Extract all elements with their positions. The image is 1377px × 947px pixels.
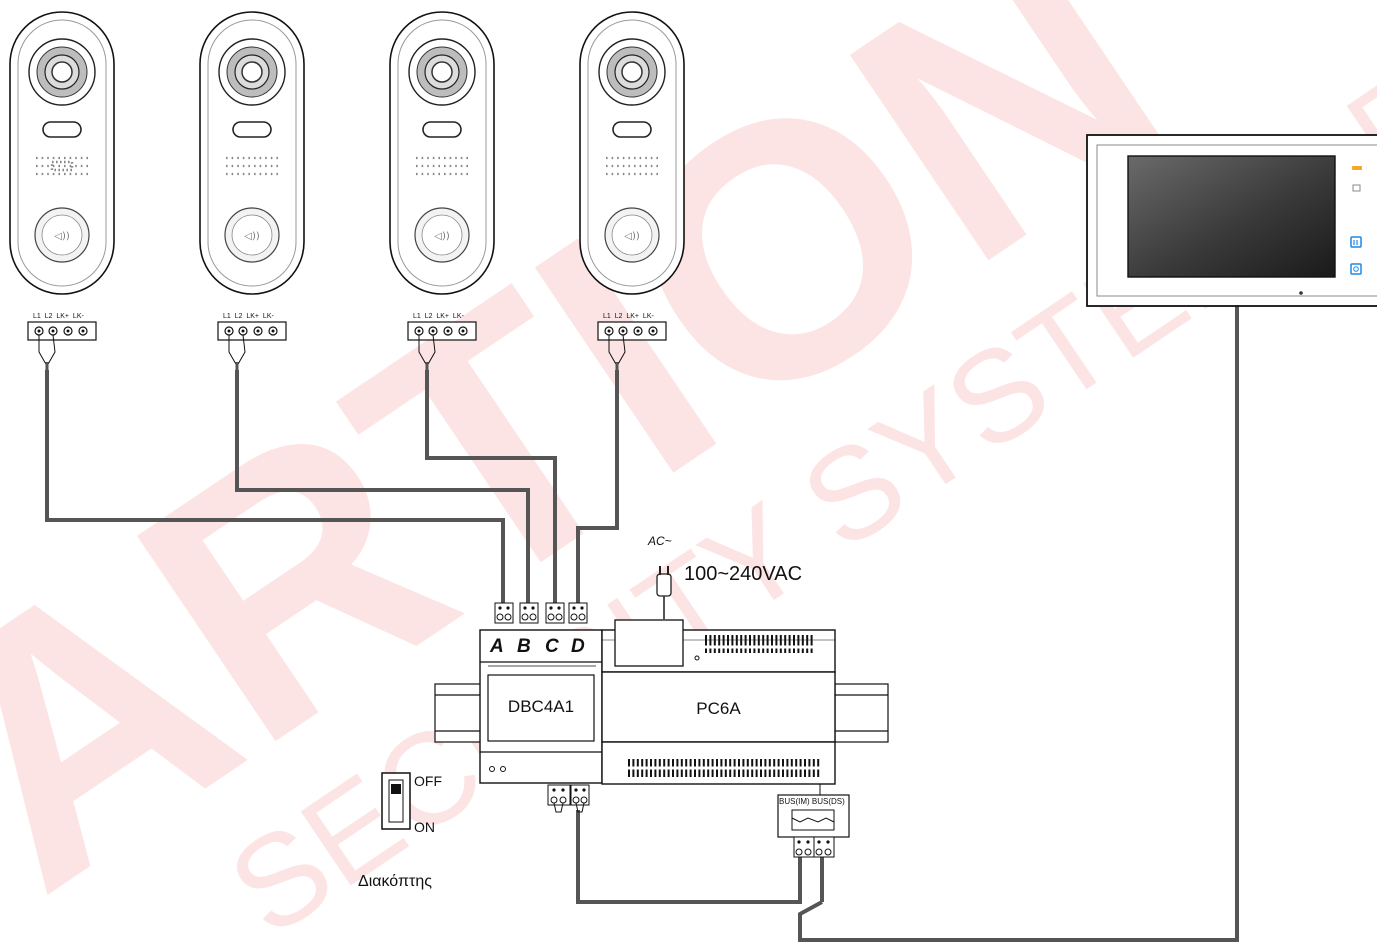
door-station: ◁)) (579, 11, 685, 372)
terminal-label: LK- (72, 313, 84, 320)
svg-text:◁)): ◁)) (244, 231, 260, 242)
door-station: ◁)) (389, 11, 495, 372)
terminal-label: LK- (452, 313, 464, 320)
power-supply-model-label: PC6A (696, 699, 741, 718)
wire-monitor-to-bus (798, 300, 1239, 942)
terminal-label: LK+ (56, 313, 70, 320)
station-1-terminal-labels: L1 L2 LK+ LK- (33, 313, 84, 320)
terminal-label: L2 (44, 313, 53, 320)
terminal-label: L1 (413, 313, 421, 320)
door-station: ◁)) (9, 11, 115, 372)
message-icon (1352, 184, 1361, 192)
wire-station3-to-C (425, 370, 557, 610)
indoor-monitor (1086, 134, 1377, 307)
station-4-terminal-labels: L1 L2 LK+ LK- (603, 313, 654, 320)
wires (45, 300, 1239, 942)
distributor-model-label: DBC4A1 (507, 697, 575, 716)
terminal-label: LK- (642, 313, 654, 320)
door-station: ◁)) (199, 11, 305, 372)
terminal-label: L2 (234, 313, 243, 320)
terminal-label: L1 (223, 313, 231, 320)
port-label-d: D (571, 636, 585, 657)
bus-labels: BUS(IM) BUS(DS) (779, 797, 845, 806)
door-unlock-icon (1350, 236, 1362, 248)
terminal-label: LK+ (436, 313, 450, 320)
port-label-b: B (517, 636, 531, 657)
power-supply-module (601, 566, 850, 858)
terminal-label: LK+ (626, 313, 640, 320)
svg-text:◁)): ◁)) (54, 231, 70, 242)
input-voltage-label: 100~240VAC (684, 563, 803, 585)
terminal-label: L2 (614, 313, 623, 320)
terminal-label: L1 (33, 313, 41, 320)
distributor-module (479, 602, 603, 813)
terminal-label: LK- (262, 313, 274, 320)
switch-on-label: ON (414, 819, 435, 835)
port-label-c: C (545, 636, 559, 657)
bus-ds-label: BUS(DS) (811, 797, 845, 806)
station-3-terminal-labels: L1 L2 LK+ LK- (413, 313, 464, 320)
bus-im-label: BUS(IM) (779, 797, 810, 806)
wire-station4-to-D (576, 370, 619, 610)
port-label-a: A (490, 636, 504, 657)
wire-station1-to-A (45, 370, 505, 610)
terminal-label: LK+ (246, 313, 260, 320)
terminal-label: L2 (424, 313, 433, 320)
switch-off-label: OFF (414, 773, 442, 789)
switch-caption: Διακόπτης (358, 873, 432, 890)
wire-station2-to-B (235, 370, 530, 610)
ac-label: AC~ (648, 534, 672, 548)
monitor-icon (1350, 263, 1362, 275)
svg-text:◁)): ◁)) (434, 231, 450, 242)
door-stations: ◁)) ◁)) (9, 11, 685, 372)
terminal-label: L1 (603, 313, 611, 320)
station-2-terminal-labels: L1 L2 LK+ LK- (223, 313, 274, 320)
wire-switch-to-bus (576, 810, 802, 904)
dip-switch (381, 772, 411, 830)
svg-text:◁)): ◁)) (624, 231, 640, 242)
status-indicator (1352, 166, 1362, 170)
